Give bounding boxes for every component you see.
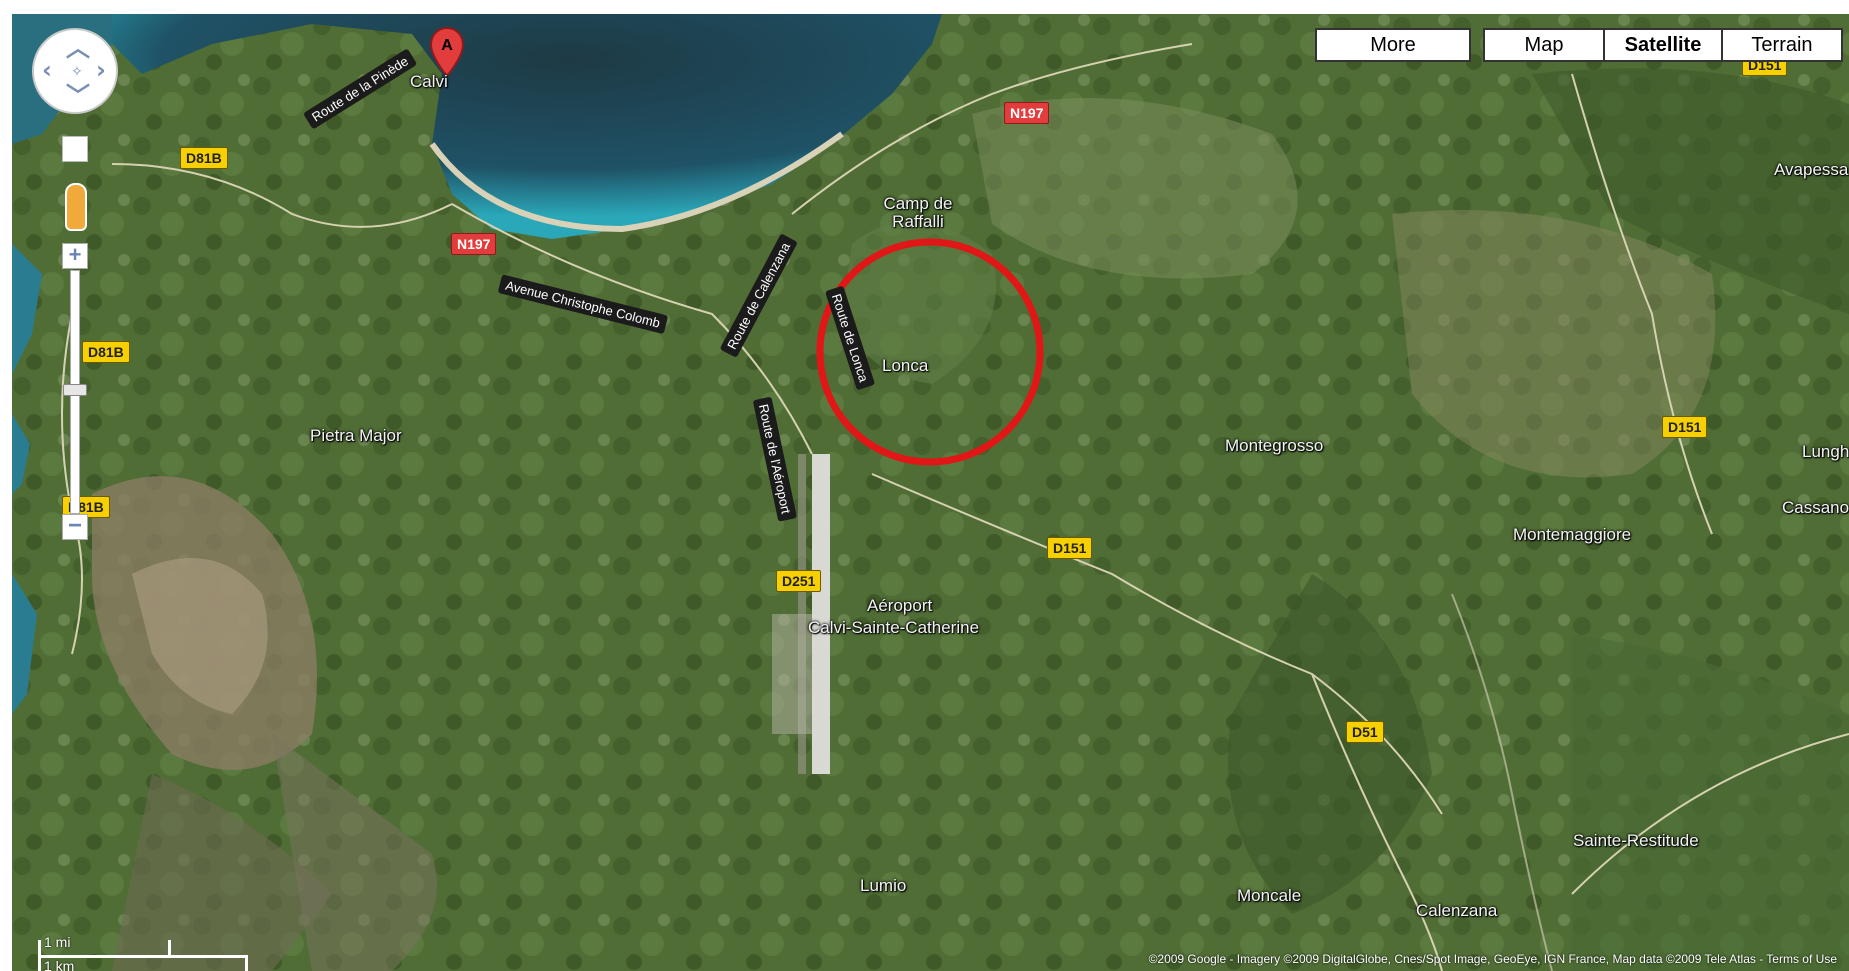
scale-line	[38, 955, 248, 958]
pan-right-icon[interactable]: ›	[96, 56, 106, 84]
map-type-map-button[interactable]: Map	[1483, 28, 1605, 62]
pegman-icon[interactable]	[65, 183, 87, 231]
road-d51	[1311, 673, 1443, 971]
place-montegrosso: Montegrosso	[1225, 436, 1324, 455]
shield-d51: D51	[1346, 721, 1384, 743]
pegman-box[interactable]	[62, 136, 88, 162]
river	[1451, 593, 1553, 971]
place-moncale: Moncale	[1237, 886, 1302, 905]
road-d151-north	[1571, 73, 1713, 535]
scale-tick-left	[38, 940, 41, 971]
attribution-text[interactable]: ©2009 Google - Imagery ©2009 DigitalGlob…	[1148, 952, 1837, 966]
south-slope	[272, 734, 437, 971]
place-airport-line1: Aéroport	[867, 596, 933, 615]
place-calvi: Calvi	[410, 72, 448, 91]
shield-d251: D251	[776, 570, 822, 592]
marker-pin-icon: A	[429, 26, 465, 78]
zoom-in-button[interactable]: +	[62, 243, 88, 269]
place-avapessa: Avapessa	[1774, 160, 1849, 179]
east-fields	[1392, 210, 1716, 478]
satellite-imagery	[12, 14, 1849, 971]
compass-icon[interactable]: ✧	[71, 63, 83, 79]
scale-tick-mile	[168, 940, 171, 956]
place-camp-raffalli: Camp de Raffalli	[883, 194, 953, 231]
pan-left-icon[interactable]: ‹	[42, 56, 52, 84]
road-east	[1571, 733, 1849, 895]
marker-letter: A	[441, 37, 453, 54]
map-attribution[interactable]: ©2009 Google - Imagery ©2009 DigitalGlob…	[1149, 947, 1837, 971]
road-n197-north	[791, 43, 1193, 215]
place-lunghignano: Lunghi	[1802, 442, 1849, 461]
place-lumio: Lumio	[860, 876, 907, 895]
west-sea-3	[12, 574, 37, 714]
location-marker-a[interactable]: A	[428, 26, 466, 78]
shield-d151-mid: D151	[1047, 537, 1093, 559]
scale-mile-label: 1 mi	[44, 934, 71, 950]
rocky-area	[132, 558, 268, 714]
navigation-control: ︿ ‹ › ﹀ ✧ + −	[32, 28, 118, 588]
north-fields	[972, 98, 1298, 279]
shield-d151-right: D151	[1662, 416, 1708, 438]
map-type-bar: More Map Satellite Terrain	[1315, 28, 1843, 62]
zoom-slider-thumb[interactable]	[63, 384, 87, 396]
scale-km-label: 1 km	[44, 958, 75, 971]
place-calenzana: Calenzana	[1416, 901, 1498, 920]
shield-d81b-top: D81B	[180, 147, 228, 169]
scale-tick-km	[245, 955, 248, 971]
place-montemaggiore: Montemaggiore	[1513, 525, 1632, 544]
road-n197	[111, 163, 453, 228]
west-sea-2	[12, 414, 30, 494]
map-type-terrain-button[interactable]: Terrain	[1721, 28, 1843, 62]
bay-water	[112, 14, 942, 239]
road-to-airport	[451, 203, 813, 455]
pan-up-icon[interactable]: ︿	[66, 34, 90, 62]
satellite-map[interactable]: A Calvi Camp de Raffalli Lonca Pietra Ma…	[12, 14, 1849, 971]
lonca-fields	[842, 221, 996, 384]
highlight-circle	[816, 238, 1044, 466]
place-pietra-major: Pietra Major	[310, 426, 402, 445]
airport-runway	[812, 454, 830, 774]
place-lonca: Lonca	[882, 356, 929, 375]
northeast-forest	[1532, 68, 1849, 315]
south-rock	[112, 774, 332, 971]
place-sainte-restitude: Sainte-Restitude	[1573, 831, 1699, 850]
map-type-satellite-button[interactable]: Satellite	[1603, 28, 1723, 62]
shield-n197: N197	[451, 233, 497, 255]
west-sea-1	[12, 244, 42, 374]
shield-n197-top: N197	[1004, 102, 1050, 124]
beach	[429, 131, 844, 233]
place-airport-line2: Calvi-Sainte-Catherine	[808, 618, 980, 637]
more-button[interactable]: More	[1315, 28, 1471, 62]
scale-bar: 1 mi 1 km	[38, 934, 248, 971]
pan-control[interactable]: ︿ ‹ › ﹀ ✧	[32, 28, 118, 114]
southeast-forest	[1572, 634, 1849, 971]
shield-d81b-west: D81B	[82, 341, 130, 363]
airport-apron	[772, 614, 812, 734]
place-cassano: Cassano	[1782, 498, 1849, 517]
zoom-out-button[interactable]: −	[62, 514, 88, 540]
pan-down-icon[interactable]: ﹀	[66, 82, 90, 110]
